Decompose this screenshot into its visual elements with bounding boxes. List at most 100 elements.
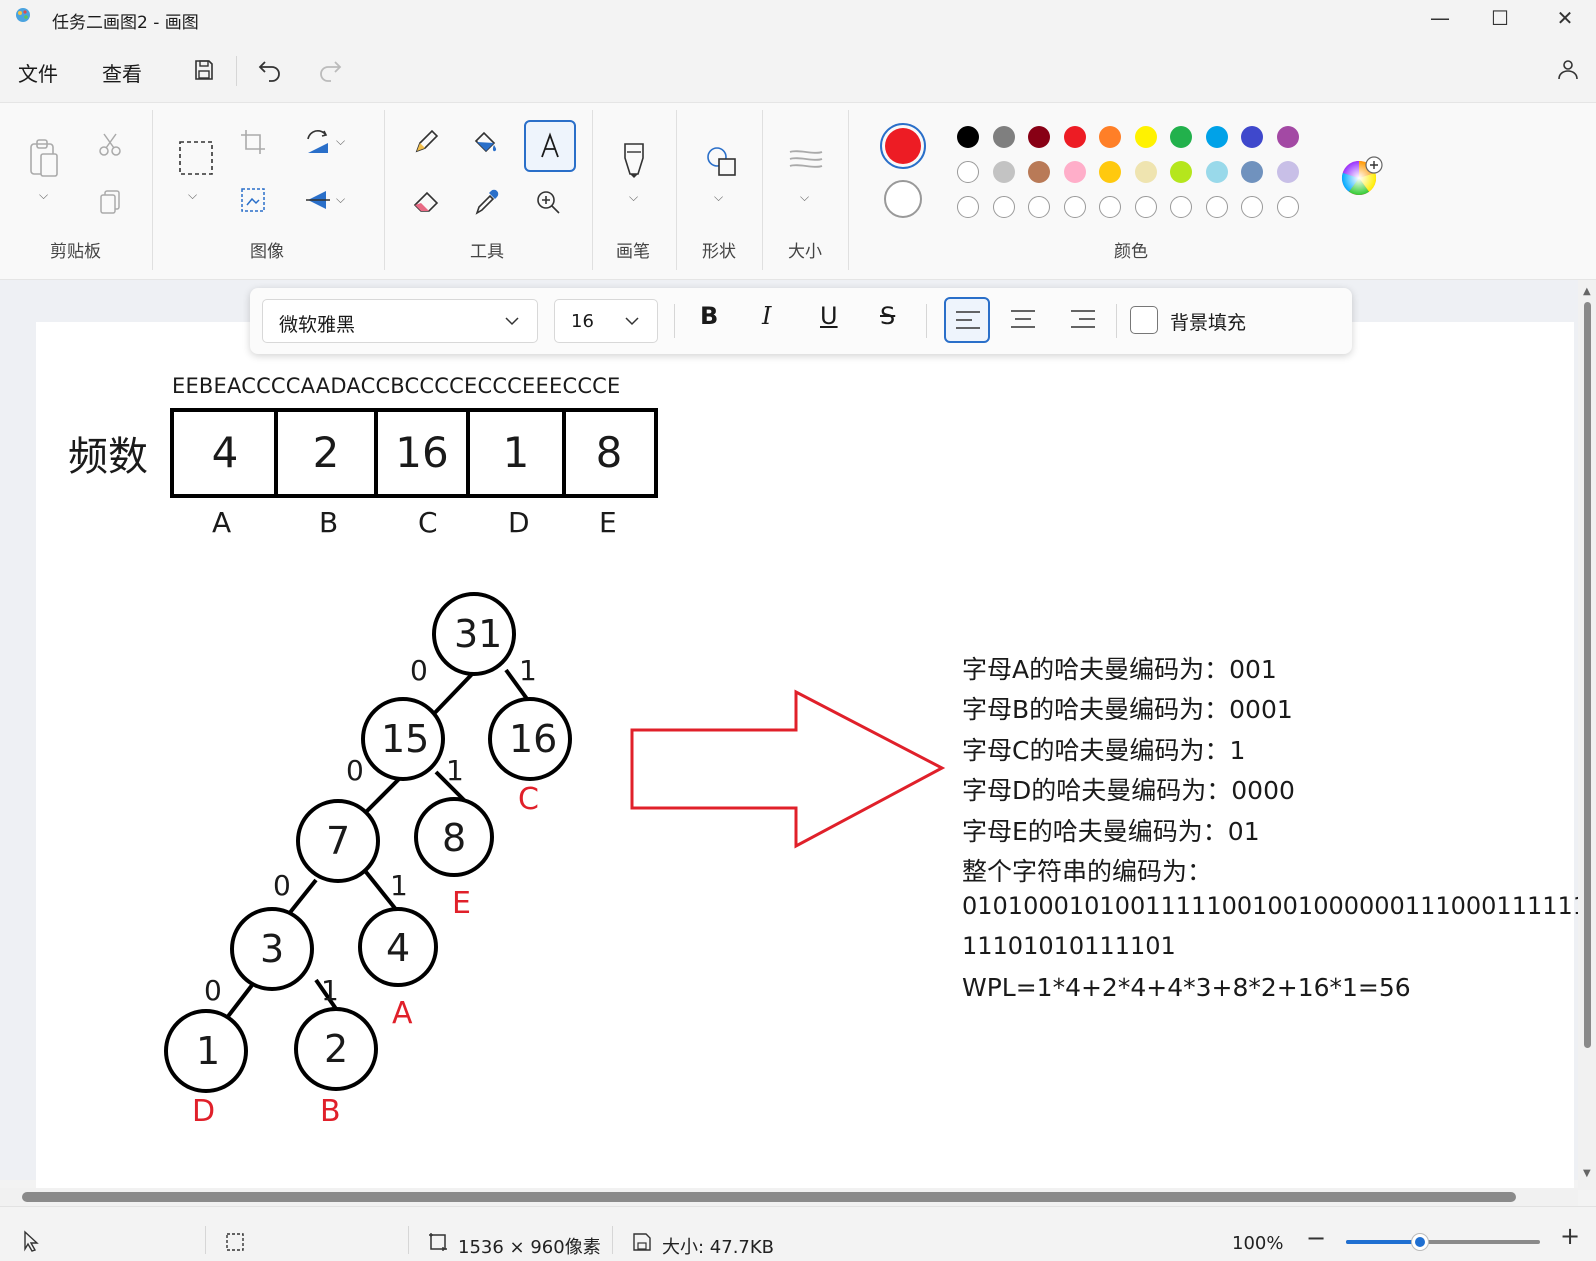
text-format-toolbar: 微软雅黑 16 B I U S 背景填充 bbox=[250, 288, 1352, 354]
custom-color-slot[interactable] bbox=[1134, 196, 1157, 218]
align-left-button[interactable] bbox=[944, 297, 990, 343]
account-button[interactable] bbox=[1548, 50, 1588, 90]
tree-node-label-15: 15 bbox=[381, 717, 430, 761]
palette-color-swatch[interactable] bbox=[1241, 126, 1263, 148]
pencil-tool[interactable] bbox=[404, 120, 448, 164]
background-fill-checkbox[interactable] bbox=[1130, 306, 1158, 334]
close-button[interactable]: ✕ bbox=[1556, 6, 1574, 30]
bold-button[interactable]: B bbox=[700, 302, 719, 330]
eraser-icon bbox=[413, 191, 439, 212]
vertical-scrollbar[interactable]: ▲ ▼ bbox=[1578, 280, 1596, 1190]
size-button[interactable] bbox=[784, 140, 828, 184]
ribbon-separator bbox=[152, 110, 153, 270]
custom-color-slot[interactable] bbox=[992, 196, 1015, 218]
palette-color-swatch[interactable] bbox=[1134, 126, 1157, 148]
shapes-dropdown-chevron-icon[interactable]: ⌵ bbox=[714, 190, 724, 204]
align-center-button[interactable] bbox=[1010, 308, 1036, 334]
palette-color-swatch[interactable] bbox=[1276, 126, 1299, 148]
scroll-up-arrow-icon[interactable]: ▲ bbox=[1583, 286, 1591, 297]
save-icon bbox=[195, 60, 213, 80]
rotate-button[interactable] bbox=[296, 120, 340, 164]
brush-icon bbox=[624, 143, 644, 178]
zoom-slider-fill bbox=[1346, 1240, 1420, 1244]
palette-color-swatch[interactable] bbox=[1170, 161, 1192, 183]
brushes-dropdown-chevron-icon[interactable]: ⌵ bbox=[629, 190, 639, 204]
palette-color-swatch[interactable] bbox=[1205, 161, 1228, 183]
flip-button[interactable] bbox=[296, 178, 340, 222]
palette-color-swatch[interactable] bbox=[992, 161, 1015, 183]
custom-color-slot[interactable] bbox=[1028, 196, 1050, 218]
font-family-dropdown[interactable]: 微软雅黑 bbox=[262, 299, 538, 343]
align-right-button[interactable] bbox=[1070, 308, 1096, 334]
palette-color-swatch[interactable] bbox=[1134, 161, 1157, 183]
palette-color-swatch[interactable] bbox=[957, 161, 979, 183]
horizontal-scrollbar[interactable] bbox=[0, 1188, 1578, 1206]
zoom-out-button[interactable]: − bbox=[1306, 1224, 1327, 1252]
strikethrough-button[interactable]: S bbox=[880, 302, 896, 330]
maximize-button[interactable]: ☐ bbox=[1491, 6, 1509, 30]
custom-color-slot[interactable] bbox=[1099, 196, 1121, 218]
magnifier-tool[interactable] bbox=[526, 180, 570, 224]
secondary-color-swatch[interactable] bbox=[884, 180, 922, 218]
resize-button[interactable] bbox=[231, 178, 275, 222]
rotate-dropdown-chevron-icon[interactable]: ⌵ bbox=[336, 134, 346, 148]
paste-button[interactable] bbox=[22, 136, 66, 180]
frequency-cell-c: 16 bbox=[395, 427, 449, 477]
palette-color-swatch[interactable] bbox=[1099, 161, 1121, 183]
redo-button[interactable] bbox=[310, 50, 350, 90]
font-size-dropdown[interactable]: 16 bbox=[554, 299, 658, 343]
fill-tool[interactable] bbox=[464, 120, 508, 164]
palette-color-swatch[interactable] bbox=[1028, 126, 1050, 148]
edit-colors-button[interactable] bbox=[1340, 156, 1384, 204]
shapes-button[interactable] bbox=[700, 140, 744, 184]
select-button[interactable] bbox=[174, 136, 218, 180]
menu-file[interactable]: 文件 bbox=[18, 62, 58, 86]
text-tool[interactable] bbox=[524, 120, 576, 172]
vertical-scroll-thumb[interactable] bbox=[1584, 302, 1591, 1048]
zoom-slider-thumb[interactable] bbox=[1410, 1233, 1429, 1251]
italic-button[interactable]: I bbox=[762, 302, 772, 330]
font-family-value: 微软雅黑 bbox=[279, 314, 356, 336]
crop-button[interactable] bbox=[231, 120, 275, 164]
custom-color-slot[interactable] bbox=[1170, 196, 1192, 218]
cut-button[interactable] bbox=[88, 122, 132, 166]
scroll-down-arrow-icon[interactable]: ▼ bbox=[1583, 1168, 1591, 1179]
save-button[interactable] bbox=[184, 50, 224, 90]
underline-button[interactable]: U bbox=[820, 302, 838, 330]
custom-color-slot[interactable] bbox=[1063, 196, 1086, 218]
leaf-label-a: A bbox=[392, 996, 413, 1031]
minimize-button[interactable]: — bbox=[1430, 6, 1450, 30]
palette-color-swatch[interactable] bbox=[1063, 161, 1086, 183]
menu-view[interactable]: 查看 bbox=[102, 62, 142, 86]
palette-color-swatch[interactable] bbox=[1170, 126, 1192, 148]
zoom-in-button[interactable]: + bbox=[1560, 1222, 1581, 1250]
palette-color-swatch[interactable] bbox=[1028, 161, 1050, 183]
custom-color-slot[interactable] bbox=[1276, 196, 1299, 218]
palette-color-swatch[interactable] bbox=[992, 126, 1015, 148]
tree-edge bbox=[364, 870, 400, 914]
drawing-canvas[interactable]: EEBEACCCCAADACCBCCCCECCCEEECCCE 频数 4 2 1… bbox=[36, 322, 1596, 1188]
zoom-slider[interactable] bbox=[1346, 1233, 1540, 1251]
eraser-tool[interactable] bbox=[404, 180, 448, 224]
palette-color-swatch[interactable] bbox=[1276, 161, 1299, 183]
copy-button[interactable] bbox=[88, 180, 132, 224]
custom-color-slot[interactable] bbox=[1241, 196, 1263, 218]
flip-dropdown-chevron-icon[interactable]: ⌵ bbox=[336, 192, 346, 206]
horizontal-scroll-thumb[interactable] bbox=[22, 1192, 1516, 1202]
palette-color-swatch[interactable] bbox=[1241, 161, 1263, 183]
paste-dropdown-chevron-icon[interactable]: ⌵ bbox=[39, 188, 49, 202]
custom-color-slot[interactable] bbox=[957, 196, 979, 218]
color-picker-tool[interactable] bbox=[464, 180, 508, 224]
custom-color-slot[interactable] bbox=[1205, 196, 1228, 218]
palette-color-swatch[interactable] bbox=[1099, 126, 1121, 148]
select-dropdown-chevron-icon[interactable]: ⌵ bbox=[188, 188, 198, 202]
undo-button[interactable] bbox=[250, 50, 290, 90]
palette-color-swatch[interactable] bbox=[957, 126, 979, 148]
palette-color-swatch[interactable] bbox=[1063, 126, 1086, 148]
toolbar-divider bbox=[674, 304, 675, 338]
primary-color-selector[interactable] bbox=[880, 123, 926, 169]
palette-color-swatch[interactable] bbox=[1205, 126, 1228, 148]
brushes-button[interactable] bbox=[612, 138, 656, 182]
column-letter-b: B bbox=[319, 506, 339, 539]
ribbon bbox=[0, 102, 1596, 280]
